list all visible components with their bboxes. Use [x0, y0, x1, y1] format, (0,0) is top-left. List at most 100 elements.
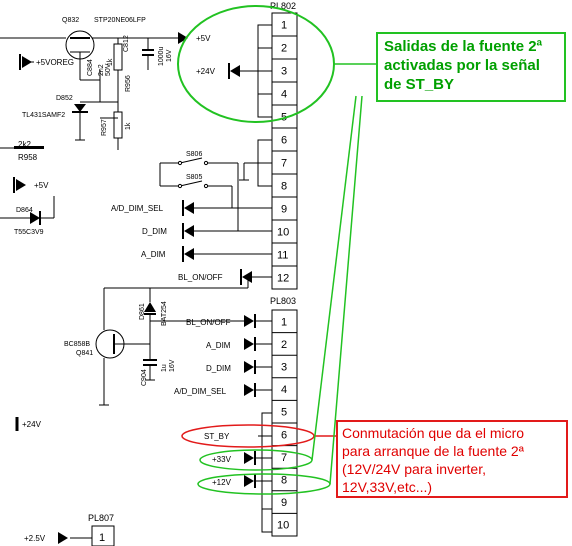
pl802-pin-8: 8 [281, 181, 287, 193]
plus5v-left-arrow-icon [16, 179, 26, 191]
pl802-pin-1: 1 [281, 20, 287, 32]
pl802-a-dim-label: A_DIM [141, 250, 166, 259]
pl807-pin-1: 1 [99, 532, 105, 544]
q841-circuit: BC858B Q841 D861 BAT254 C904 1u 16V +24V [15, 277, 249, 431]
pl803-a-dim-arrow-icon [244, 338, 254, 350]
d864-diode-icon [30, 212, 40, 224]
s806-label: S806 [186, 151, 202, 158]
green-callout-line-2: activadas por la señal [384, 57, 540, 74]
c812-value2-label: 16V [166, 49, 173, 62]
red-callout-line-1: Conmutación que da el micro [342, 425, 525, 441]
pl803-pin-8: 8 [281, 475, 287, 487]
pl807-arrow-icon [58, 532, 68, 544]
q832-label: Q832 [62, 17, 79, 24]
r957-label: R957 [101, 119, 108, 136]
pl803-pin-6: 6 [281, 429, 287, 441]
pl803-pin-5: 5 [281, 407, 287, 419]
pl802-plus24v-label: +24V [196, 67, 216, 76]
q841-part-label: BC858B [64, 341, 90, 348]
pl803-pin-10: 10 [277, 520, 289, 532]
r956-label: R956 [125, 75, 132, 92]
plus24v-arrow-icon [230, 65, 240, 77]
red-callout-line-2: para arranque de la fuente 2ª [342, 443, 524, 459]
q832-part-label: STP20NE06LFP [94, 17, 146, 24]
r958-label: R958 [18, 153, 38, 162]
r956-value-label: 1k [107, 58, 114, 66]
d864-label: D864 [16, 207, 33, 214]
pl803-a-dim-label: A_DIM [206, 341, 231, 350]
pl803-plus33v-arrow-icon [244, 452, 254, 464]
c884-value2-label: 50V [105, 63, 112, 76]
pl803-title: PL803 [270, 296, 296, 306]
pl802-pin-9: 9 [281, 204, 287, 216]
green-ellipse-outputs [177, 5, 335, 123]
q841-label: Q841 [76, 350, 93, 357]
c904-value2-label: 16V [169, 359, 176, 372]
pl803-signals: ST_BY +33V +12V BL_ON/OFF A_DIM D_DIM A/… [174, 314, 272, 488]
pl802-pin-11: 11 [277, 250, 288, 262]
pl803-bl-on-off-label: BL_ON/OFF [186, 318, 231, 327]
pl802-pin-12: 12 [277, 273, 289, 285]
green-callout-line-1: Salidas de la fuente 2ª [384, 38, 543, 55]
pl802-signals: +24V A/D_DIM_SEL D_DIM A_DIM BL_ON/OFF S… [111, 63, 272, 285]
pl803-connector: PL803 1 2 3 4 5 6 7 8 9 10 [261, 296, 298, 537]
pl807-signal-label: +2.5V [24, 534, 46, 543]
pl802-pin-4: 4 [281, 89, 287, 101]
red-callout: Conmutación que da el micro para arranqu… [336, 420, 568, 498]
d861-diode-icon [144, 302, 156, 312]
pl802-d-dim-label: D_DIM [142, 227, 167, 236]
d864-part-label: T55C3V9 [14, 229, 44, 236]
pl803-d-dim-arrow-icon [244, 361, 254, 373]
c812-value1-label: 1000u [158, 46, 165, 66]
c904-label: C904 [141, 369, 148, 386]
pl802-pin-7: 7 [281, 158, 287, 170]
pl803-plus33v-label: +33V [212, 455, 232, 464]
pl803-pin-9: 9 [281, 497, 287, 509]
d852-diode-icon [74, 104, 86, 112]
pl803-ad-dim-sel-arrow-icon [244, 384, 254, 396]
plus24v-left-label: +24V [22, 420, 42, 429]
d852-label: D852 [56, 95, 73, 102]
d861-part-label: BAT254 [161, 301, 168, 326]
power-circuit: Q832 STP20NE06LFP +5V C812 1000u 16V 1k … [0, 17, 211, 236]
pl803-pin-1: 1 [281, 316, 287, 328]
pl802-pin-3: 3 [281, 66, 287, 78]
annotations [177, 5, 376, 495]
green-callout-line-3: de ST_BY [384, 76, 455, 93]
a-dim-arrow-icon [184, 248, 194, 260]
pl802-title: PL802 [270, 1, 296, 11]
ad-dim-sel-arrow-icon [184, 202, 194, 214]
pl803-d-dim-label: D_DIM [206, 364, 231, 373]
c904-value1-label: 1u [161, 364, 168, 372]
pl802-bl-on-off-label: BL_ON/OFF [178, 273, 223, 282]
pl803-pin-7: 7 [281, 452, 287, 464]
pl803-ad-dim-sel-label: A/D_DIM_SEL [174, 387, 227, 396]
r958-value-label: 2k2 [18, 140, 31, 149]
pl802-pin-6: 6 [281, 135, 287, 147]
pl807-connector: PL807 1 +2.5V [24, 513, 115, 546]
green-callout: Salidas de la fuente 2ª activadas por la… [376, 32, 566, 102]
pl803-pin-2: 2 [281, 339, 287, 351]
pl802-ad-dim-sel-label: A/D_DIM_SEL [111, 204, 164, 213]
plus5v-top-label: +5V [196, 34, 211, 43]
pl803-pin-4: 4 [281, 384, 287, 396]
d-dim-arrow-icon [184, 225, 194, 237]
pl803-plus12v-arrow-icon [244, 475, 254, 487]
d852-part-label: TL431SAMF2 [22, 112, 65, 119]
s805-label: S805 [186, 174, 202, 181]
c884-value1-label: 2n2 [98, 64, 105, 76]
pl803-plus12v-label: +12V [212, 478, 232, 487]
pl802-pin-10: 10 [277, 227, 289, 239]
pl803-st-by-label: ST_BY [204, 432, 230, 441]
r957-value-label: 1k [125, 122, 132, 130]
d861-label: D861 [139, 303, 146, 320]
plus5v-left-label: +5V [34, 181, 49, 190]
bl-on-off-arrow-icon [242, 271, 252, 283]
c884-label: C884 [87, 59, 94, 76]
c812-label: C812 [123, 35, 130, 52]
pl803-pin-3: 3 [281, 362, 287, 374]
red-callout-line-3: (12V/24V para inverter, [342, 461, 486, 477]
pl807-title: PL807 [88, 513, 114, 523]
